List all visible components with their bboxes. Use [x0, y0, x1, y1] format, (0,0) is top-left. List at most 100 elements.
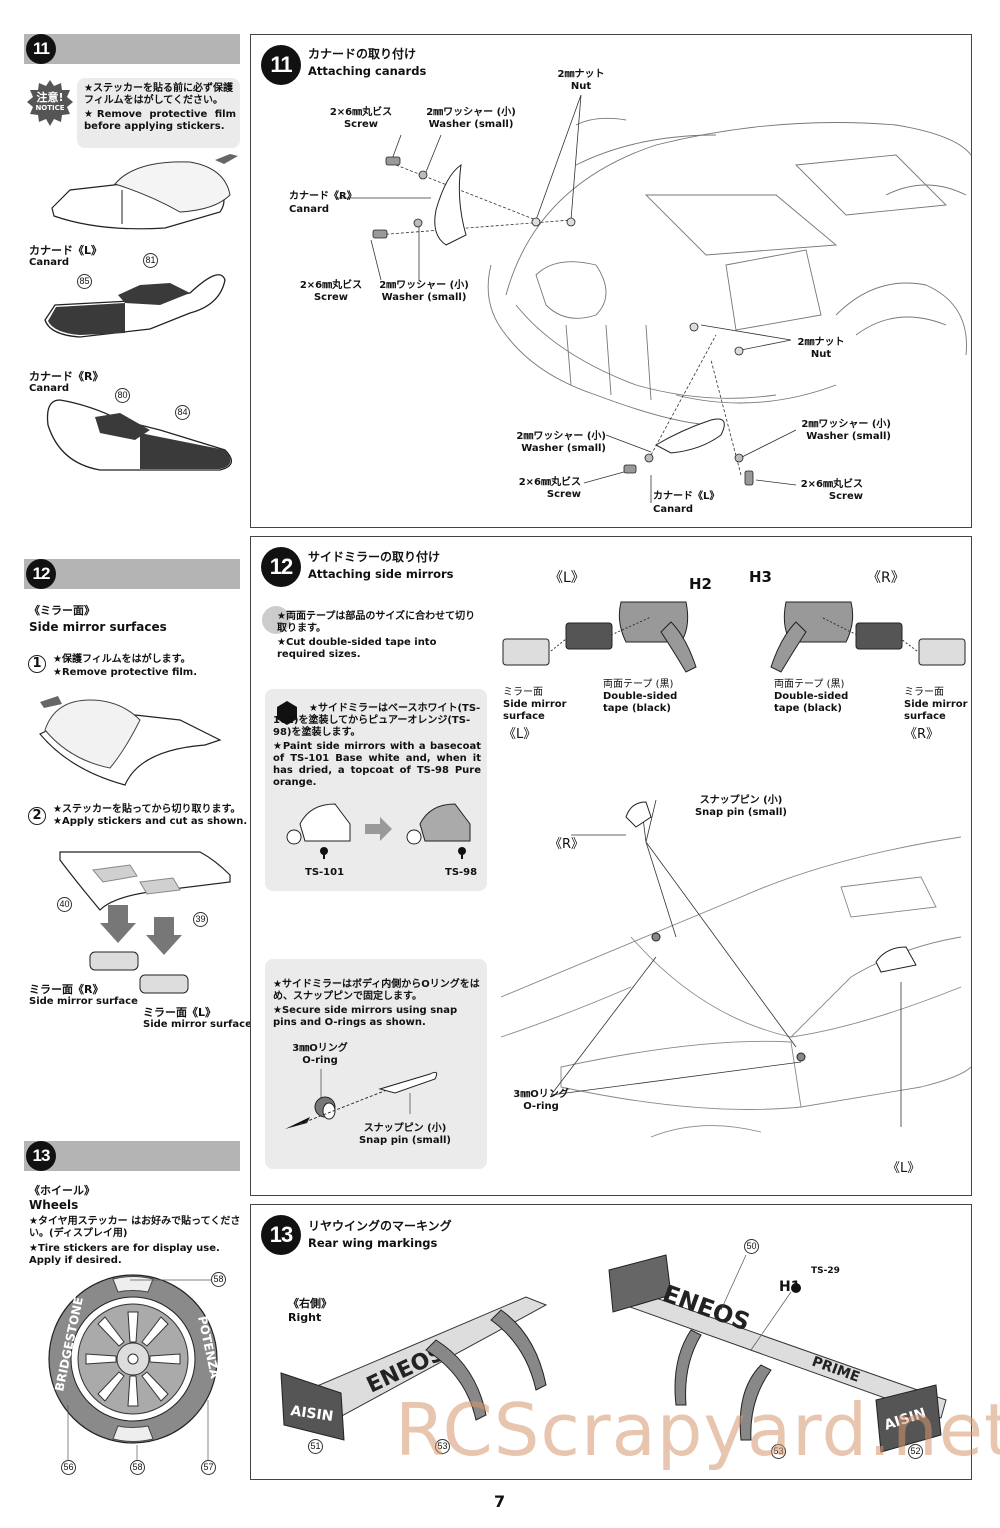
- panel-title-jp: カナードの取り付け: [308, 47, 417, 61]
- notice-badge-jp: 注意!: [36, 91, 64, 104]
- mirror-surfaces-heading-en: Side mirror surfaces: [29, 620, 167, 634]
- paint-code-ts101: TS-101: [305, 867, 345, 878]
- secure-note-box: ★サイドミラーはボディ内側からOリングをはめ、スナップピンで固定します。 ★Se…: [265, 959, 487, 1169]
- step-13-header-bar: 13: [24, 1141, 240, 1171]
- tape-note-jp: ★両面テープは部品のサイズに合わせて切り取ります。: [277, 611, 476, 634]
- body-snap-pin-label-en: Snap pin (small): [694, 807, 787, 818]
- notice-badge-en: NOTICE: [35, 104, 65, 112]
- wing-prime-text: PRIME: [810, 1354, 862, 1386]
- part-number-53-right: 53: [771, 1444, 786, 1459]
- label-washer-bl-en: Washer (small): [521, 443, 606, 454]
- part-h1-label: H1: [779, 1279, 801, 1295]
- panel-title-jp: リヤウイングのマーキング: [308, 1219, 452, 1233]
- label-screw-mid-jp: 2×6㎜丸ビス: [299, 280, 363, 291]
- rear-wing-right-view-illustration: AISIN ENEOS: [280, 1296, 548, 1441]
- mirror-right-surface-en: Side mirror surface: [904, 699, 968, 722]
- part-number-84: 84: [175, 405, 190, 420]
- notice-text-en: ★Remove protective film before applying …: [84, 109, 236, 132]
- label-canard-l-en: Canard: [653, 504, 694, 515]
- oring-label-jp: 3㎜Oリング: [292, 1043, 348, 1054]
- body-snap-pin-label-jp: スナップピン (小): [699, 795, 783, 806]
- secure-note-en: ★Secure side mirrors using snap pins and…: [273, 1005, 458, 1028]
- mirror-l-label-en: Side mirror surface: [143, 1019, 252, 1030]
- part-number-58-top: 58: [211, 1272, 226, 1287]
- substep-2-number: 2: [28, 807, 46, 825]
- panel-title-en: Attaching side mirrors: [308, 567, 454, 581]
- part-number-81: 81: [143, 253, 158, 268]
- mirror-paint-illustration: [286, 803, 471, 859]
- canard-left-sticker-illustration: [44, 274, 226, 338]
- paint-spot-icon: [791, 1283, 801, 1293]
- wheels-note-jp: ★タイヤ用ステッカー はお好みで貼ってください。(ディスプレイ用): [29, 1216, 241, 1239]
- notice-starburst-icon: [27, 80, 73, 126]
- mirror-assembly-exploded-illustration: [502, 601, 966, 673]
- canard-right-sticker-illustration: [46, 399, 232, 471]
- mirror-right-side-label: 《R》: [867, 570, 905, 586]
- part-number-39: 39: [193, 912, 208, 927]
- arrow-icon: [40, 696, 62, 708]
- step-11-header-bar: 11: [24, 34, 240, 64]
- snap-pin-label-jp: スナップピン (小): [363, 1123, 447, 1134]
- oring-label-en: O-ring: [302, 1055, 338, 1066]
- paint-code-ts29: TS-29: [811, 1266, 840, 1276]
- label-canard-l-jp: カナード《L》: [653, 491, 720, 502]
- sticker-sheet-illustration: [59, 851, 231, 911]
- paint-bottle-icon: [277, 701, 297, 725]
- label-screw-mid-en: Screw: [313, 292, 349, 303]
- panel-step-12-attaching-side-mirrors: 12 サイドミラーの取り付け Attaching side mirrors ★両…: [250, 536, 972, 1196]
- peel-film-canard-illustration: [51, 154, 238, 230]
- panel-step-11-attaching-canards: 11 カナードの取り付け Attaching canards: [250, 34, 972, 528]
- substep-1-number: 1: [28, 655, 46, 673]
- panel-step-13-rear-wing-markings: 13 リヤウイングのマーキング Rear wing markings 《右側》 …: [250, 1204, 972, 1480]
- part-number-53-left: 53: [435, 1439, 450, 1454]
- label-washer-mid-jp: 2㎜ワッシャー (小): [379, 280, 469, 291]
- screw-icon: [372, 156, 754, 486]
- tire-wheel-illustration: BRIDGESTONE POTENZA: [48, 1274, 222, 1444]
- label-washer-top-en: Washer (small): [428, 119, 514, 130]
- nut-icon: [531, 217, 744, 356]
- oring-snap-pin-illustration: [285, 1069, 438, 1129]
- label-washer-top-jp: 2㎜ワッシャー (小): [426, 107, 516, 118]
- wheels-heading-en: Wheels: [29, 1198, 79, 1212]
- wing-endplate-aisin-text: AISIN: [289, 1403, 334, 1425]
- substep-2-text-jp: ★ステッカーを貼ってから切り取ります。: [53, 804, 241, 815]
- label-washer-bl-jp: 2㎜ワッシャー (小): [516, 431, 606, 442]
- paint-code-ts98: TS-98: [445, 867, 478, 878]
- mirror-right-tape-en: Double-sided tape (black): [774, 691, 849, 714]
- arrow-right-icon: [365, 817, 392, 841]
- part-number-52: 52: [908, 1444, 923, 1459]
- panel-title-en: Rear wing markings: [308, 1236, 438, 1250]
- secure-note-jp: ★サイドミラーはボディ内側からOリングをはめ、スナップピンで固定します。: [273, 979, 480, 1002]
- mirror-r-label-en: Side mirror surface: [29, 996, 138, 1007]
- mirror-r-label-jp: ミラー面《R》: [29, 983, 104, 996]
- step-12-header-bar: 12: [24, 559, 240, 589]
- step-number-badge: 12: [26, 559, 56, 589]
- label-screw-br-en: Screw: [828, 491, 863, 502]
- down-arrows-icon: [100, 905, 182, 955]
- body-mirror-r-label: 《R》: [549, 837, 585, 852]
- label-screw-br-jp: 2×6㎜丸ビス: [800, 479, 863, 490]
- canard-left-label-jp: カナード《L》: [29, 244, 103, 257]
- body-oring-label-en: O-ring: [523, 1101, 559, 1112]
- mirror-left-surface-en: Side mirror surface: [503, 699, 567, 722]
- tape-note-en: ★Cut double-sided tape into required siz…: [277, 637, 437, 660]
- label-screw-bl-jp: 2×6㎜丸ビス: [518, 477, 581, 488]
- canard-left-label-en: Canard: [29, 257, 70, 268]
- paint-note-jp: ★サイドミラーはベースホワイト(TS-101)を塗装してからピュアーオレンジ(T…: [273, 703, 481, 738]
- label-nut-right-jp: 2㎜ナット: [797, 337, 845, 348]
- car-body-side-mirror-illustration: [500, 799, 972, 1138]
- body-oring-label-jp: 3㎜Oリング: [513, 1089, 569, 1100]
- snap-pin-label-en: Snap pin (small): [358, 1135, 451, 1146]
- part-number-57: 57: [201, 1460, 216, 1475]
- mirror-left-surface-jp: ミラー面: [503, 687, 543, 698]
- part-number-85: 85: [77, 274, 92, 289]
- notice-badge: 注意! NOTICE: [27, 80, 73, 126]
- page-number: 7: [494, 1492, 506, 1511]
- peel-film-mirror-illustration: [39, 696, 222, 786]
- paint-note-box: ★サイドミラーはベースホワイト(TS-101)を塗装してからピュアーオレンジ(T…: [265, 689, 487, 891]
- panel-step-number: 11: [261, 45, 301, 85]
- label-screw-top-en: Screw: [343, 119, 379, 130]
- canard-right-label-jp: カナード《R》: [29, 370, 104, 383]
- notice-text-jp: ★ステッカーを貼る前に必ず保護フィルムをはがしてください。: [84, 83, 233, 106]
